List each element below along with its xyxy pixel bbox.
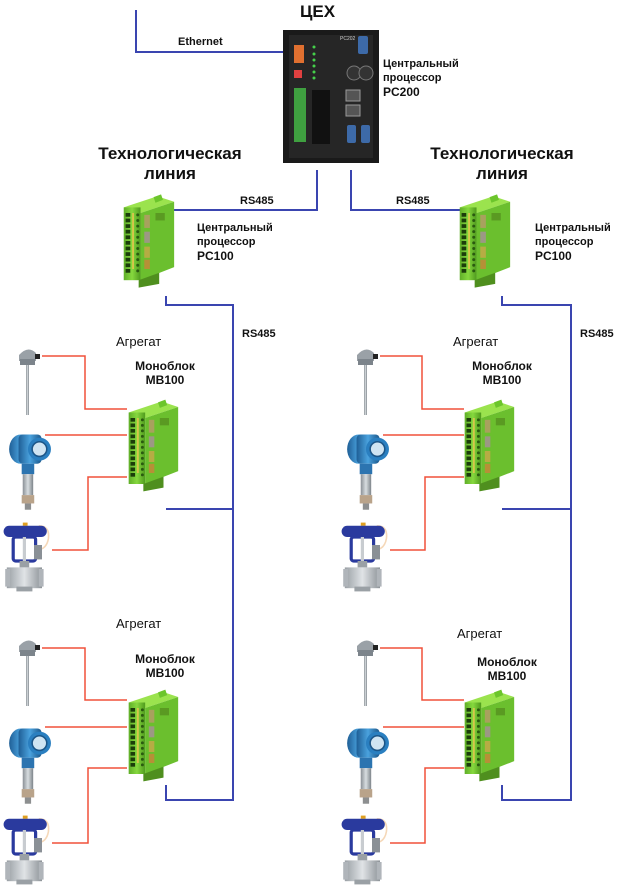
- line-title-right: Технологическая линия: [424, 144, 580, 184]
- pc100-caption-right-1: Центральный: [535, 222, 611, 234]
- mb100-caption-right-1: Моноблок MB100: [467, 359, 537, 387]
- pc200-caption-line2: процессор: [383, 72, 442, 84]
- rs485-bus-left: [165, 296, 234, 801]
- mb100-caption-line1: Моноблок: [135, 652, 195, 666]
- mb100-caption-line2: MB100: [487, 669, 527, 683]
- thermocouple-icon: [19, 640, 40, 706]
- ethernet-label: Ethernet: [178, 36, 223, 48]
- mb100-caption-line2: MB100: [145, 373, 185, 387]
- rs485-uplink-left: [166, 170, 318, 211]
- pc100-module-right: [459, 194, 511, 288]
- thermocouple-icon: [19, 349, 40, 415]
- pc100-caption-right: Центральный процессор PC100: [535, 221, 611, 263]
- mb100-module-right-1: [464, 399, 515, 492]
- line-title-right-2: линия: [476, 164, 528, 183]
- control-valve-icon: [2, 520, 51, 594]
- mb100-caption-line1: Моноблок: [472, 359, 532, 373]
- pc200-caption-line1: Центральный: [383, 58, 459, 70]
- svg-text:PC202: PC202: [340, 36, 356, 42]
- control-valve-icon: [340, 813, 389, 887]
- rs485-uplink-right: [350, 170, 460, 211]
- mb100-module-right-2: [464, 689, 515, 782]
- control-valve-icon: [2, 813, 51, 887]
- unit-label-left-2: Агрегат: [116, 616, 162, 631]
- thermocouple-icon: [357, 640, 378, 706]
- pc200-model: PC200: [383, 85, 420, 99]
- bus-wires: [135, 10, 572, 801]
- pc100-caption-left-2: процессор: [197, 236, 256, 248]
- pc100-model-left: PC100: [197, 249, 234, 263]
- line-title-left-2: линия: [144, 164, 196, 183]
- pressure-transmitter-icon: [346, 433, 390, 511]
- unit-label-left-1: Агрегат: [116, 334, 162, 349]
- mb100-caption-line2: MB100: [145, 666, 185, 680]
- mb100-caption-left-2: Моноблок MB100: [130, 652, 200, 680]
- thermocouple-icon: [357, 349, 378, 415]
- mb100-caption-line1: Моноблок: [477, 655, 537, 669]
- rs485-bus-right: [501, 296, 572, 801]
- mb100-caption-line2: MB100: [482, 373, 522, 387]
- mb100-module-left-1: [128, 399, 179, 492]
- pc200-controller: PC202: [283, 30, 379, 163]
- ethernet-wire: [135, 10, 283, 53]
- pc200-caption: Центральный процессор PC200: [383, 57, 459, 99]
- pressure-transmitter-icon: [346, 727, 390, 805]
- pc100-module-left: [123, 194, 175, 288]
- workshop-title: ЦЕХ: [300, 2, 336, 21]
- pc100-caption-left-1: Центральный: [197, 222, 273, 234]
- pc100-model-right: PC100: [535, 249, 572, 263]
- pc100-caption-right-2: процессор: [535, 236, 594, 248]
- mb100-caption-right-2: Моноблок MB100: [472, 655, 542, 683]
- rs485-uplink-label-right: RS485: [396, 195, 430, 207]
- line-title-left-1: Технологическая: [98, 144, 242, 163]
- mb100-caption-left-1: Моноблок MB100: [130, 359, 200, 387]
- mb100-caption-line1: Моноблок: [135, 359, 195, 373]
- signal-wires: [42, 355, 464, 844]
- mb100-module-left-2: [128, 689, 179, 782]
- line-title-right-1: Технологическая: [430, 144, 574, 163]
- rs485-bus-label-left: RS485: [242, 328, 276, 340]
- rs485-bus-label-right: RS485: [580, 328, 614, 340]
- unit-label-right-2: Агрегат: [457, 626, 503, 641]
- pressure-transmitter-icon: [8, 433, 52, 511]
- pc100-caption-left: Центральный процессор PC100: [197, 221, 273, 263]
- line-title-left: Технологическая линия: [92, 144, 248, 184]
- pressure-transmitter-icon: [8, 727, 52, 805]
- rs485-uplink-label-left: RS485: [240, 195, 274, 207]
- control-valve-icon: [340, 520, 389, 594]
- unit-label-right-1: Агрегат: [453, 334, 499, 349]
